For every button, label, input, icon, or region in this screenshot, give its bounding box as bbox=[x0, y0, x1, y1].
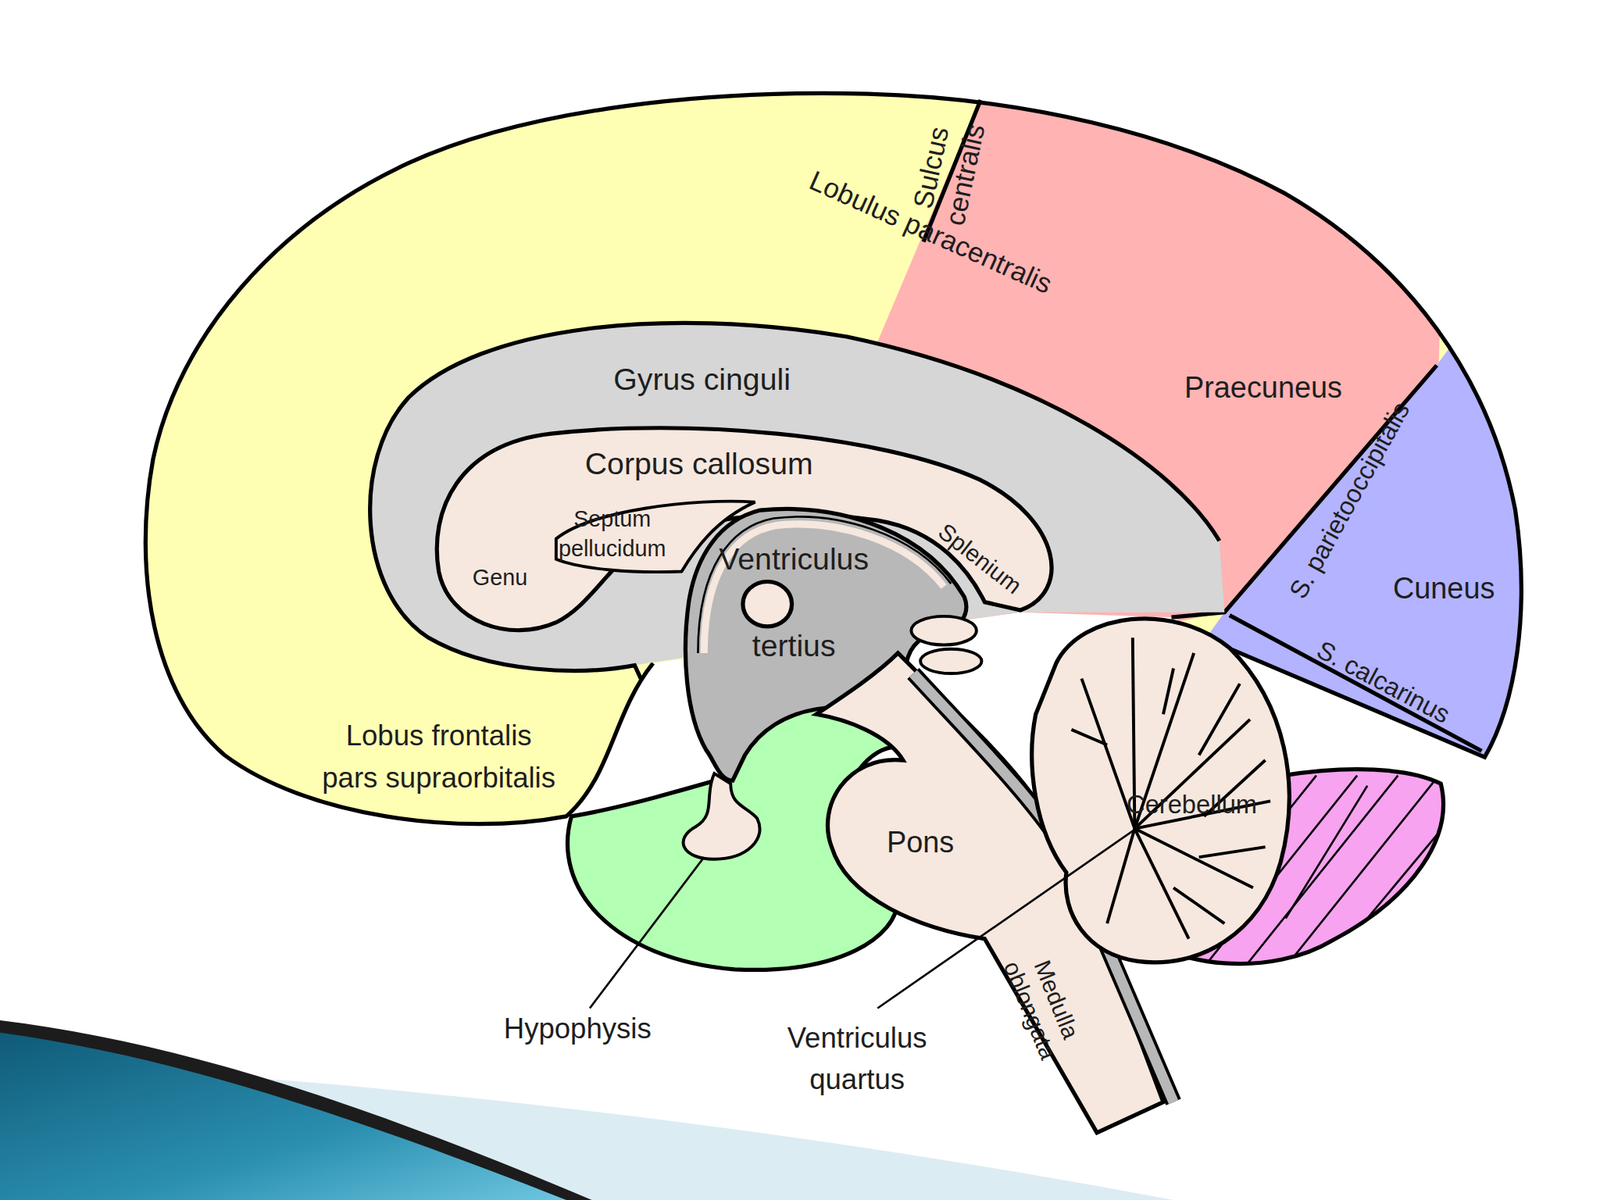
region-label: Hypophysis bbox=[503, 1011, 652, 1047]
cerebellum-shape bbox=[1032, 618, 1290, 963]
region-label: Ventriculus quartus bbox=[760, 1017, 954, 1101]
hypophysis-shape bbox=[683, 773, 761, 860]
region-label: Cuneus bbox=[1392, 571, 1496, 607]
region-label: Cerebellum bbox=[1126, 789, 1258, 820]
region-label: Pons bbox=[886, 825, 954, 861]
region-label: Genu bbox=[472, 564, 528, 592]
region-label: Corpus callosum bbox=[585, 446, 814, 483]
region-label: Praecuneus bbox=[1184, 370, 1343, 406]
colliculus-upper bbox=[910, 616, 977, 646]
region-label: Lobus frontalis pars supraorbitalis bbox=[280, 715, 597, 799]
region-label: Ventriculus tertius bbox=[696, 515, 891, 690]
interthalamic-adhesion bbox=[742, 581, 793, 626]
slide-swoosh bbox=[0, 1032, 567, 1200]
colliculus-lower bbox=[920, 649, 982, 674]
arbor-vitae bbox=[1071, 637, 1271, 939]
region-label: Septum pellucidum bbox=[546, 505, 679, 565]
region-label: Gyrus cinguli bbox=[613, 360, 790, 398]
slide-swoosh-edge bbox=[0, 1020, 593, 1200]
leader-line bbox=[589, 857, 704, 1008]
